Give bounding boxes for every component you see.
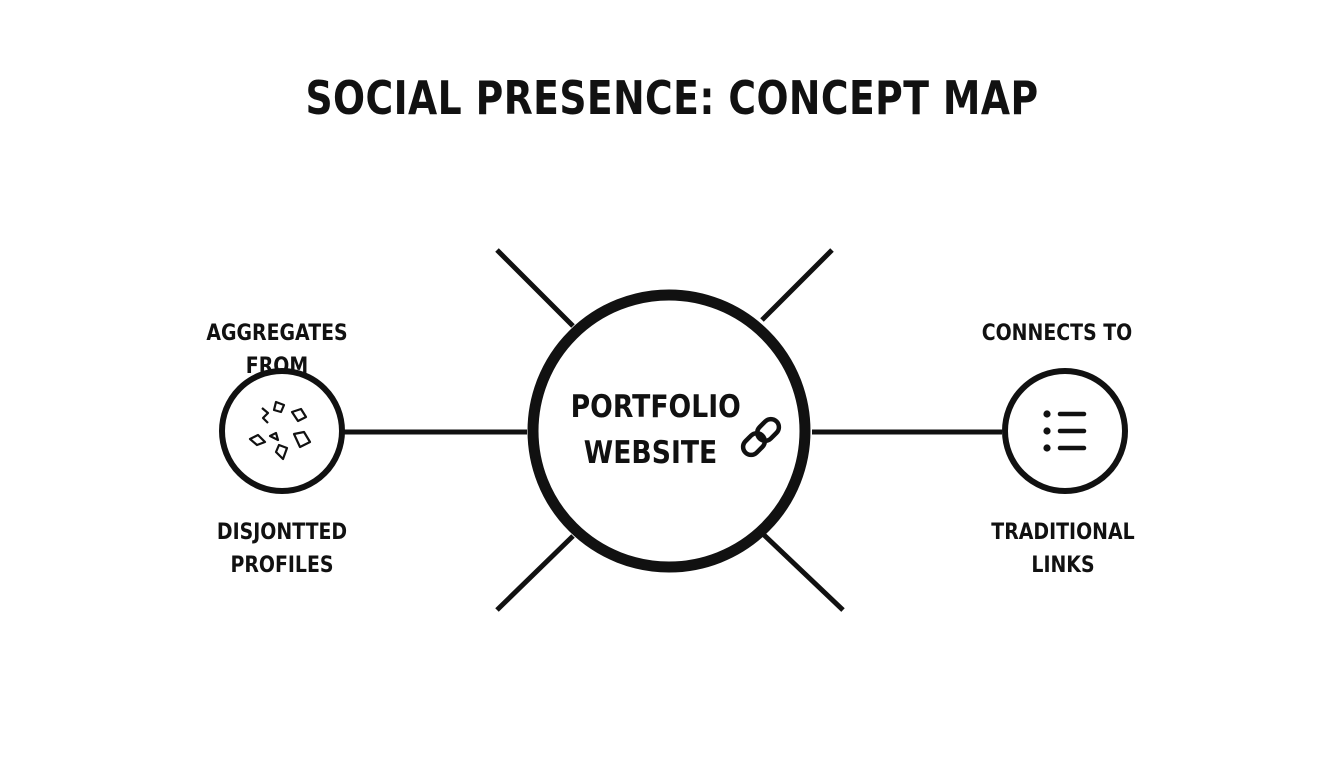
spoke-bottom-right — [761, 532, 845, 612]
left-relation-label: AGGREGATES FROM — [206, 321, 348, 379]
hub-label: PORTFOLIO WEBSITE — [570, 384, 751, 476]
hub-label-line-2: WEBSITE — [583, 435, 718, 471]
scattered-fragments-icon — [248, 400, 312, 461]
diagram-title: SOCIAL PRESENCE: CONCEPT MAP — [305, 71, 1039, 125]
spoke-top-right — [760, 248, 834, 322]
right-relation-label: CONNECTS TO — [981, 321, 1133, 346]
hub-circle — [527, 289, 811, 573]
bulleted-list-icon — [1043, 410, 1087, 452]
right-node-label-line-1: TRADITIONAL — [991, 520, 1135, 545]
right-node-label-line-2: LINKS — [1031, 553, 1095, 578]
left-node-circle — [219, 368, 345, 494]
chain-link-icon — [740, 416, 782, 458]
left-node-label-line-1: DISJONTTED — [216, 520, 348, 545]
spoke-top-left — [495, 248, 575, 328]
right-node-circle — [1002, 368, 1128, 494]
left-node-label-line-2: PROFILES — [230, 553, 334, 578]
hub-label-line-1: PORTFOLIO — [570, 389, 741, 425]
spoke-bottom-left — [495, 534, 575, 612]
